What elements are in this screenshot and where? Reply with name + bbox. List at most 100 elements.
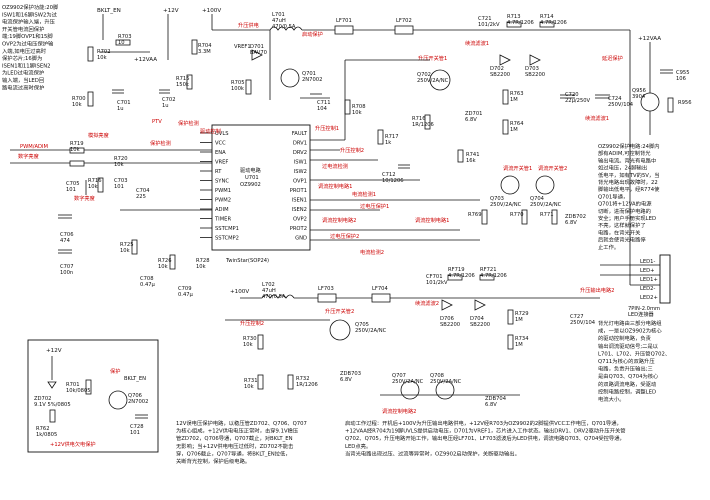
top-left-note: OZ9902保护功能:20脚ISW1和16脚ISW2为过电流保护输入端，升压开关… bbox=[2, 3, 58, 91]
oc-detect-label: 过电流检测 bbox=[322, 162, 348, 170]
ovp1-label: 过电压保护1 bbox=[360, 202, 389, 210]
ic-left-pin: SSTCMP2 bbox=[215, 236, 239, 242]
ic-right-pin: ISW2 bbox=[294, 169, 307, 175]
inset-protect: 保护 bbox=[110, 367, 120, 375]
ic-left-pin: SYNC bbox=[215, 179, 229, 185]
rectify-filter2-label: 续流滤波2 bbox=[415, 299, 439, 307]
fault-label: 保护检测 bbox=[150, 139, 171, 147]
inset-bklt: BKLT_EN bbox=[124, 376, 146, 382]
lf701: LF701 bbox=[336, 18, 352, 24]
top-left-note-line: 保护芯片;16脚为 bbox=[2, 54, 42, 62]
ic-right-pin: OVP2 bbox=[293, 217, 307, 223]
ic-center-2: U701 bbox=[245, 175, 259, 181]
top-left-note-line: 为LED过电流保护 bbox=[2, 69, 44, 77]
right-note-mid-line: Q711为核心的双路升压 bbox=[598, 357, 655, 365]
bottom-left-note-line: 关断背光控制，保护后级电路。 bbox=[176, 457, 250, 465]
start-protect-label: 启动保护 bbox=[302, 30, 323, 38]
right-note-top-line: 部有ADIM,可控制背光 bbox=[598, 149, 651, 157]
top-left-note-line: OVP2为过电压保护输 bbox=[2, 40, 54, 48]
bottom-mid-note-line: LED点亮。 bbox=[345, 442, 371, 450]
ic-left-pin: VCC bbox=[215, 141, 226, 147]
v12-label: +12V bbox=[163, 8, 179, 14]
boost-ctrl1-label: 升压控制1 bbox=[315, 124, 339, 132]
v100-label: +100V bbox=[202, 8, 221, 14]
ic-right-pin: DRV1 bbox=[293, 141, 307, 147]
boost-ctrl2-tag: 升压控制2 bbox=[240, 319, 264, 327]
bottom-left-note-line: 12V误电压保护电路，以稳压管ZD702、Q706、Q707 bbox=[176, 419, 307, 427]
ic-right-pin: ISEN2 bbox=[292, 207, 307, 213]
right-note-mid-line: 的驱动控制电路，负责 bbox=[598, 334, 651, 342]
bottom-left-note-line: 穿，Q706截止，Q707导通，将BKLT_EN拉低， bbox=[176, 449, 291, 457]
protect-detect-label: 保护检测 bbox=[178, 119, 199, 127]
ic-left-pin: PWM2 bbox=[215, 198, 231, 204]
bottom-mid-note: 启动工作过程：开机后+100V为升压输出电路供电，+12V经R703为OZ990… bbox=[345, 419, 626, 457]
right-note-top-line: 如过电压，24脚输出 bbox=[598, 164, 647, 172]
top-left-note-line: 入端,如电压过高时 bbox=[2, 47, 47, 55]
right-note-mid-line: 控制电路控制，调整LED bbox=[598, 387, 656, 395]
ic-right-wires bbox=[310, 59, 480, 241]
bottom-mid-note-line: 启动工作过程：开机后+100V为升压输出电路供电，+12V经R703为OZ990… bbox=[345, 419, 622, 427]
led-pin-label: LED1- bbox=[640, 259, 655, 265]
top-left-note-line: 电流保护输入端，升压 bbox=[2, 18, 56, 26]
boost-out2-label: 升压输出电路2 bbox=[580, 286, 614, 294]
led-pin-label: LED2+ bbox=[640, 295, 658, 301]
right-note-top-line: 电路，在背光开关 bbox=[598, 228, 641, 236]
ic-left-pin: VREF bbox=[215, 160, 228, 166]
v12vaa-right-label: +12VAA bbox=[638, 36, 661, 42]
ic-center-3: OZ9902 bbox=[240, 182, 261, 188]
bklt-en-label: BKLT_EN bbox=[97, 8, 121, 14]
dimming-label: 数字亮度 bbox=[18, 152, 39, 160]
lf703: LF703 bbox=[318, 286, 334, 292]
top-left-note-line: 输入端，当LED回 bbox=[2, 76, 44, 84]
right-note-mid: 背光灯电路由三部分电路组成，一是以OZ9902为核心的驱动控制电路，负责输出调流… bbox=[598, 319, 670, 403]
right-note-top-line: 切断，进而保护电路的 bbox=[598, 207, 651, 215]
right-note-top-line: 后就会使背光电路停 bbox=[598, 236, 646, 244]
ic-right-pin: DRV2 bbox=[293, 150, 307, 156]
ic-left-pin: UVLS bbox=[215, 131, 229, 137]
right-note-mid-line: 电流大小。 bbox=[598, 395, 625, 403]
lf702: LF702 bbox=[396, 18, 412, 24]
r956: R956 bbox=[678, 100, 692, 106]
r771: R771 bbox=[540, 212, 554, 218]
pwm-adim-label: PWM/ADIM bbox=[20, 144, 48, 150]
dimsw1-label: 调流开关管1 bbox=[503, 164, 532, 172]
right-note-mid-line: 成，一是以OZ9902为核心 bbox=[598, 327, 662, 335]
right-note-top-line: 背光电路出现故障时，22 bbox=[598, 178, 658, 186]
inset-v12: +12V bbox=[46, 348, 62, 354]
bottom-left-note: 12V误电压保护电路，以稳压管ZD702、Q706、Q707为核心组成，+12V… bbox=[176, 419, 307, 465]
